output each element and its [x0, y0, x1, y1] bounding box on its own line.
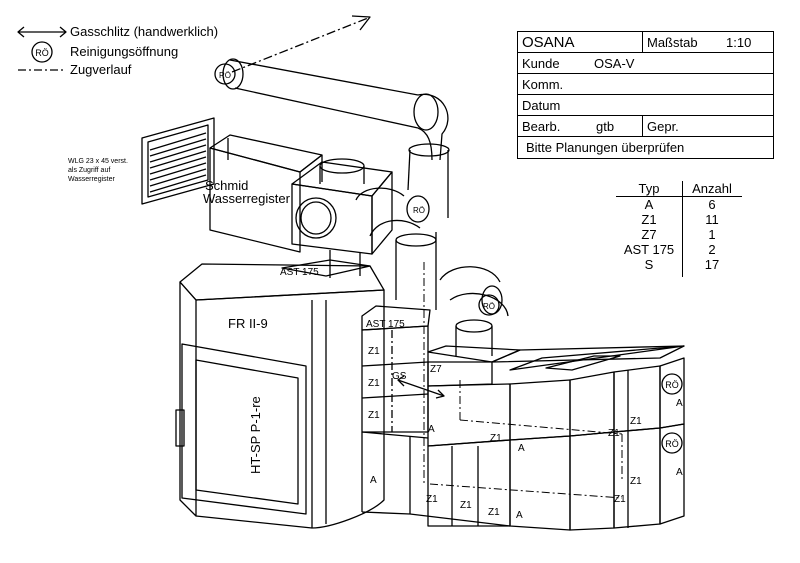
register-label-2: Wasserregister: [203, 191, 291, 206]
ro-label-lower: RÖ: [483, 302, 495, 311]
block-label-z1: Z1: [630, 476, 642, 487]
legend-draft-path: Zugverlauf: [70, 62, 132, 77]
ast-label-side: AST 175: [366, 319, 405, 330]
riser-pipe: [406, 143, 450, 223]
row-type: A: [644, 197, 654, 212]
parts-table-header: Typ Anzahl: [616, 181, 742, 197]
exhaust-draft-arrow: [231, 15, 371, 73]
scale-value: 1:10: [726, 35, 752, 50]
legend-gas-slot: Gasschlitz (handwerklich): [70, 24, 219, 39]
block-label-a: A: [370, 475, 377, 486]
wlg-note-line-2: als Zugriff auf: [68, 167, 110, 174]
block-label-a: A: [676, 398, 683, 409]
ro-label-right-top: RÖ: [665, 380, 679, 390]
air-grille: [141, 117, 215, 205]
drawing-labels: RÖ RÖ RÖ RÖ RÖ RÖ WLG 23 x 45 verst. als…: [35, 48, 683, 521]
cleaning-opening-top: [214, 63, 236, 85]
title-block-row-customer: Kunde OSA-V: [518, 53, 773, 74]
block-label-z1: Z1: [368, 378, 380, 389]
draft-path-lines: [423, 262, 623, 499]
planning-note: Bitte Planungen überprüfen: [526, 140, 685, 155]
row-type: Z1: [641, 212, 657, 227]
date-label: Datum: [522, 98, 561, 113]
block-label-z1: Z1: [460, 500, 472, 511]
ro-label-right-bottom: RÖ: [665, 439, 679, 449]
block-label-z1: Z1: [630, 416, 642, 427]
row-type: Z7: [641, 227, 657, 242]
block-label-z1: Z1: [490, 433, 502, 444]
company-name: OSANA: [522, 34, 575, 51]
block-label-a: A: [516, 510, 523, 521]
lower-pipe: [439, 266, 509, 356]
legend-ro-symbol: RÖ: [35, 48, 49, 58]
register-label-1: Schmid: [205, 178, 248, 193]
drawn-value: gtb: [596, 119, 615, 134]
ast-block: [361, 305, 431, 331]
wlg-note-line-1: WLG 23 x 45 verst.: [68, 158, 128, 165]
ro-label-top: RÖ: [219, 71, 231, 80]
connection-box: [291, 158, 393, 255]
title-block-row-drawn: Bearb. gtb Gepr.: [518, 116, 773, 137]
row-count: 11: [705, 212, 719, 227]
title-block-row-note: Bitte Planungen überprüfen: [518, 137, 773, 158]
cleaning-opening-lower: [478, 294, 500, 316]
cleaning-opening-right-top: [661, 373, 683, 395]
row-type: AST 175: [623, 242, 675, 257]
table-row: AST 175 2: [616, 242, 742, 257]
drawn-label: Bearb.: [522, 119, 561, 134]
commission-label: Komm.: [522, 77, 564, 92]
gs-label: GS: [392, 371, 407, 382]
title-block-row-commission: Komm.: [518, 74, 773, 95]
gas-slot-arrow: [397, 375, 445, 399]
block-label-z1: Z1: [488, 507, 500, 518]
cleaning-opening-right-bottom: [661, 432, 683, 454]
block-label-z1: Z1: [368, 410, 380, 421]
customer-label: Kunde: [522, 56, 560, 71]
parts-table: Typ Anzahl A 6 Z1 11 Z7 1 AST 175 2 S 17: [616, 181, 742, 277]
z7-label: Z7: [430, 364, 442, 375]
row-count: 1: [708, 227, 716, 242]
legend-cleaning-opening: Reinigungsöffnung: [70, 44, 179, 59]
table-row: A 6: [616, 197, 742, 212]
wlg-note-line-3: Wasserregister: [68, 176, 115, 183]
stove-body: [175, 263, 385, 529]
ro-label-riser: RÖ: [413, 206, 425, 215]
row-count: 2: [708, 242, 716, 257]
row-type: S: [644, 257, 654, 272]
title-block-row-company: OSANA Maßstab 1:10: [518, 32, 773, 53]
table-row: S 17: [616, 257, 742, 272]
header-type: Typ: [638, 181, 660, 196]
stove-model-label: FR II-9: [228, 316, 268, 331]
block-label-z1: Z1: [426, 494, 438, 505]
checked-label: Gepr.: [642, 116, 772, 136]
block-label-a: A: [518, 443, 525, 454]
block-label-z1: Z1: [368, 346, 380, 357]
legend-symbols: [17, 26, 67, 71]
block-label-z1: Z1: [608, 428, 620, 439]
row-count: 17: [704, 257, 720, 272]
block-label-a: A: [676, 467, 683, 478]
header-count: Anzahl: [692, 181, 732, 196]
block-label-z1: Z1: [614, 494, 626, 505]
table-row: Z1 11: [616, 212, 742, 227]
title-block-row-date: Datum: [518, 95, 773, 116]
ast-label-top: AST 175: [280, 267, 319, 278]
row-count: 6: [708, 197, 716, 212]
ceramic-blocks: [361, 325, 685, 531]
block-label-a: A: [428, 424, 435, 435]
scale-label: Maßstab: [642, 32, 722, 52]
customer-value: OSA-V: [594, 56, 635, 71]
title-block: OSANA Maßstab 1:10 Kunde OSA-V Komm. Dat…: [517, 31, 774, 159]
upper-flue-pipe: [214, 58, 449, 161]
parts-table-divider: [682, 181, 683, 277]
door-label: HT-SP P-1-re: [248, 396, 263, 474]
table-row: Z7 1: [616, 227, 742, 242]
